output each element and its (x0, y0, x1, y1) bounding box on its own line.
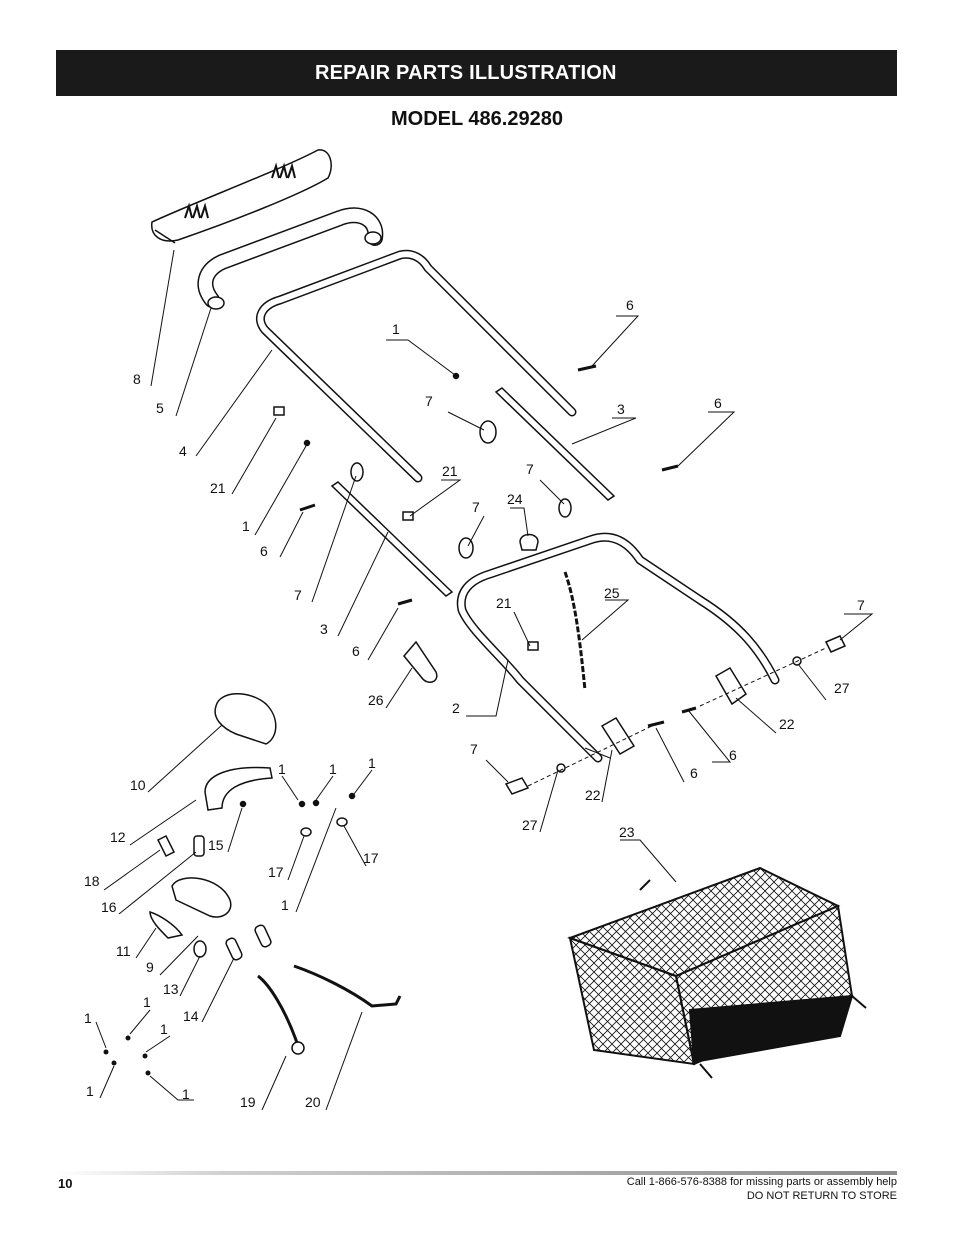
callout-label: 1 (242, 518, 250, 534)
callout-label: 17 (268, 864, 284, 880)
callout-label: 1 (368, 755, 376, 771)
callout-label: 7 (472, 499, 480, 515)
callout-label: 18 (84, 873, 100, 889)
callout-label: 7 (857, 597, 865, 613)
callout-label: 25 (604, 585, 620, 601)
callout-label: 7 (425, 393, 433, 409)
grass-bag-part (567, 866, 867, 1079)
fastener-parts (273, 364, 847, 795)
callout-label: 9 (146, 959, 154, 975)
callout-label: 27 (834, 680, 850, 696)
page-number: 10 (58, 1176, 73, 1191)
assembly-axis-lines (527, 647, 827, 787)
callout-label: 5 (156, 400, 164, 416)
callout-label: 1 (143, 994, 151, 1010)
callout-label: 6 (729, 747, 737, 763)
handle-rail-part (330, 387, 616, 597)
callout-label: 23 (619, 824, 635, 840)
callout-label: 20 (305, 1094, 321, 1110)
callout-label: 21 (210, 480, 226, 496)
callout-leader-lines (95, 249, 874, 1111)
callout-label: 21 (442, 463, 458, 479)
lower-handle-frame-part (456, 532, 780, 763)
callout-label: 19 (240, 1094, 256, 1110)
callout-label: 11 (116, 943, 131, 959)
callout-label: 1 (182, 1086, 190, 1102)
callout-label: 16 (101, 899, 117, 915)
model-title: MODEL 486.29280 (391, 108, 563, 130)
callout-label: 17 (363, 850, 379, 866)
callout-label: 6 (626, 297, 634, 313)
callout-labels: 8 5 4 21 1 6 7 3 6 1 7 3 6 21 7 24 7 6 2… (84, 297, 865, 1110)
callout-label: 27 (522, 817, 538, 833)
callout-label: 24 (507, 491, 523, 507)
handle-panel-part (151, 149, 332, 244)
callout-label: 2 (452, 700, 460, 716)
callout-label: 1 (281, 897, 289, 913)
footer-rule (56, 1171, 897, 1175)
callout-label: 1 (84, 1010, 92, 1026)
cable-part (563, 571, 587, 691)
footer-help-text: Call 1-866-576-8388 for missing parts or… (626, 1176, 897, 1188)
footer-warning-text: DO NOT RETURN TO STORE (746, 1190, 897, 1202)
upper-handle-part (197, 207, 384, 310)
callout-label: 6 (260, 543, 268, 559)
callout-label: 1 (329, 761, 337, 777)
screw-parts (103, 1035, 151, 1076)
callout-label: 7 (294, 587, 302, 603)
callout-label: 6 (352, 643, 360, 659)
callout-label: 21 (496, 595, 512, 611)
callout-label: 7 (526, 461, 534, 477)
callout-label: 22 (585, 787, 601, 803)
callout-label: 12 (110, 829, 126, 845)
upper-handle-frame-part (256, 249, 577, 483)
callout-label: 22 (779, 716, 795, 732)
page-title: REPAIR PARTS ILLUSTRATION (315, 62, 617, 84)
callout-label: 3 (617, 401, 625, 417)
callout-label: 4 (179, 443, 187, 459)
callout-label: 26 (368, 692, 384, 708)
bracket-parts (403, 640, 748, 756)
callout-label: 3 (320, 621, 328, 637)
callout-label: 1 (160, 1021, 168, 1037)
callout-label: 14 (183, 1008, 199, 1024)
cable-rod-parts (257, 964, 402, 1055)
callout-label: 10 (130, 777, 146, 793)
header-bar: REPAIR PARTS ILLUSTRATION (56, 50, 897, 96)
callout-label: 13 (163, 981, 179, 997)
callout-label: 1 (86, 1083, 94, 1099)
callout-label: 1 (278, 761, 286, 777)
control-box-parts (149, 693, 356, 961)
callout-label: 15 (208, 837, 224, 853)
callout-label: 6 (690, 765, 698, 781)
callout-label: 7 (470, 741, 478, 757)
callout-label: 8 (133, 371, 141, 387)
callout-label: 1 (392, 321, 400, 337)
callout-label: 6 (714, 395, 722, 411)
